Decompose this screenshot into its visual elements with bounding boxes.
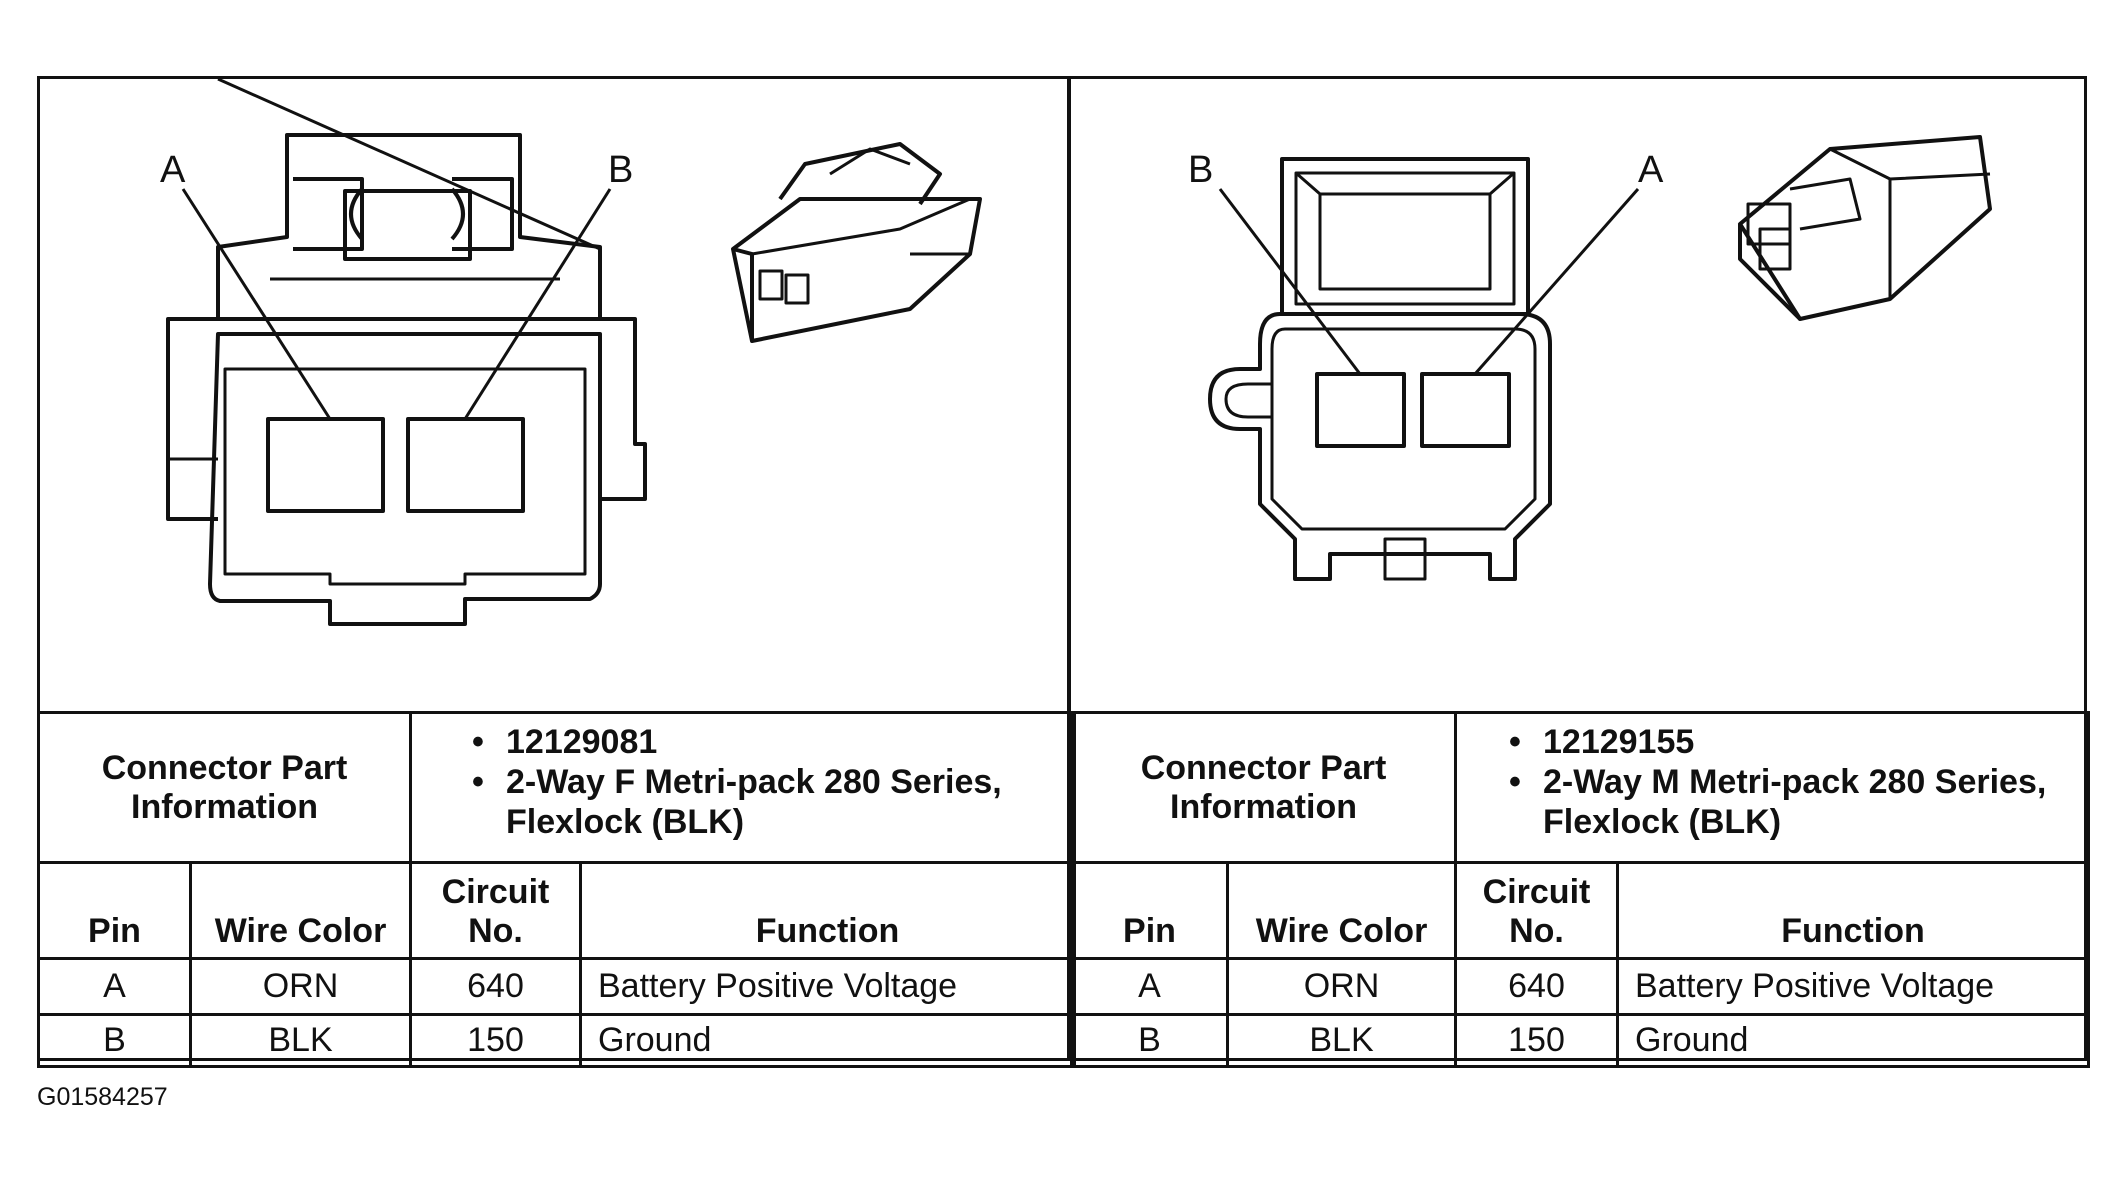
right-part-description: 2-Way M Metri-pack 280 Series, Flexlock … (1543, 763, 2047, 841)
right-info-header: Connector Part Information (1070, 711, 1457, 864)
right-row-b-function: Ground (1616, 1013, 2090, 1068)
left-row-b-circuit: 150 (409, 1013, 582, 1068)
left-row-a-circuit: 640 (409, 957, 582, 1016)
right-row-a-function: Battery Positive Voltage (1616, 957, 2090, 1016)
left-row-b-pin: B (37, 1013, 192, 1068)
left-row-b-wire: BLK (189, 1013, 412, 1068)
table-row: A ORN 640 Battery Positive Voltage (37, 957, 1076, 1016)
left-col-function: Function (579, 861, 1076, 960)
right-pin-label-a: A (1638, 149, 1664, 191)
left-part-info: •12129081 •2-Way F Metri-pack 280 Series… (409, 711, 1076, 864)
right-part-info: •12129155 •2-Way M Metri-pack 280 Series… (1454, 711, 2090, 864)
right-part-number: 12129155 (1543, 723, 1695, 761)
right-row-b-wire: BLK (1226, 1013, 1457, 1068)
left-connector-face (166, 79, 647, 626)
right-row-a-wire: ORN (1226, 957, 1457, 1016)
right-connector-table: Connector Part Information •12129155 •2-… (1070, 711, 2090, 1068)
left-pin-label-a: A (160, 149, 186, 191)
right-connector-iso-view (1738, 135, 1992, 321)
left-col-wire-color: Wire Color (189, 861, 412, 960)
right-row-a-pin: A (1070, 957, 1229, 1016)
connector-sheet: A B B A Connector Part Information •1212… (37, 76, 2090, 1068)
left-pin-label-b: B (608, 149, 633, 191)
right-col-pin: Pin (1070, 861, 1229, 960)
table-row: B BLK 150 Ground (1070, 1013, 2090, 1068)
right-connector-face (1208, 157, 1640, 581)
figure-id: G01584257 (37, 1083, 168, 1111)
left-col-circuit: Circuit No. (409, 861, 582, 960)
left-row-a-wire: ORN (189, 957, 412, 1016)
connector-drawings: A B B A (160, 79, 1992, 1059)
left-connector-iso-view (731, 142, 982, 343)
right-row-a-circuit: 640 (1454, 957, 1619, 1016)
left-info-header: Connector Part Information (37, 711, 412, 864)
table-row: B BLK 150 Ground (37, 1013, 1076, 1068)
left-row-b-function: Ground (579, 1013, 1076, 1068)
right-pin-label-b: B (1188, 149, 1213, 191)
right-col-wire-color: Wire Color (1226, 861, 1457, 960)
left-connector-table: Connector Part Information •12129081 •2-… (37, 711, 1076, 1068)
right-col-function: Function (1616, 861, 2090, 960)
right-row-b-circuit: 150 (1454, 1013, 1619, 1068)
table-row: A ORN 640 Battery Positive Voltage (1070, 957, 2090, 1016)
left-row-a-function: Battery Positive Voltage (579, 957, 1076, 1016)
left-part-description: 2-Way F Metri-pack 280 Series, Flexlock … (506, 763, 1002, 841)
right-col-circuit: Circuit No. (1454, 861, 1619, 960)
left-row-a-pin: A (37, 957, 192, 1016)
left-col-pin: Pin (37, 861, 192, 960)
left-part-number: 12129081 (506, 723, 658, 761)
right-row-b-pin: B (1070, 1013, 1229, 1068)
